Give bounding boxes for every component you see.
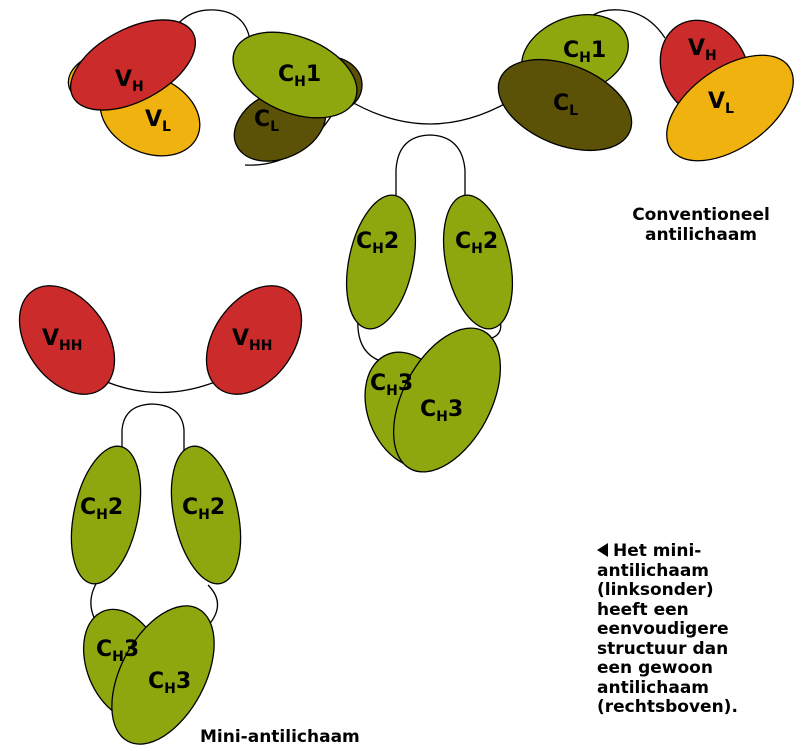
caption-line: structuur dan: [597, 640, 802, 660]
conv-left-fab: [56, 1, 369, 175]
mini-vhh-hinge: [102, 380, 220, 393]
left-triangle-icon: [597, 543, 608, 557]
caption-line: antilichaam: [597, 562, 802, 582]
caption-line: Het mini-: [597, 542, 802, 562]
caption: Het mini- antilichaam (linksonder) heeft…: [597, 542, 802, 718]
mini-antibody-title: Mini-antilichaam: [200, 727, 400, 747]
caption-line: heeft een: [597, 601, 802, 621]
conventional-title-line: Conventioneel: [616, 205, 786, 225]
caption-line: een gewoon: [597, 659, 802, 679]
ch2-domain-right: [433, 189, 524, 335]
conv-hinge-loop: [396, 135, 465, 198]
conventional-title-line: antilichaam: [616, 225, 786, 245]
conv-hinge: [345, 98, 515, 124]
caption-line: (rechtsboven).: [597, 698, 802, 718]
caption-line: antilichaam: [597, 679, 802, 699]
ch2-domain-left: [336, 189, 427, 335]
conv-right-fab: [485, 0, 806, 182]
caption-line-text: Het mini-: [613, 541, 701, 561]
conventional-antibody-title: Conventioneel antilichaam: [616, 205, 786, 245]
caption-line: eenvoudigere: [597, 620, 802, 640]
caption-line: (linksonder): [597, 581, 802, 601]
mini-hinge-loop: [122, 404, 184, 455]
